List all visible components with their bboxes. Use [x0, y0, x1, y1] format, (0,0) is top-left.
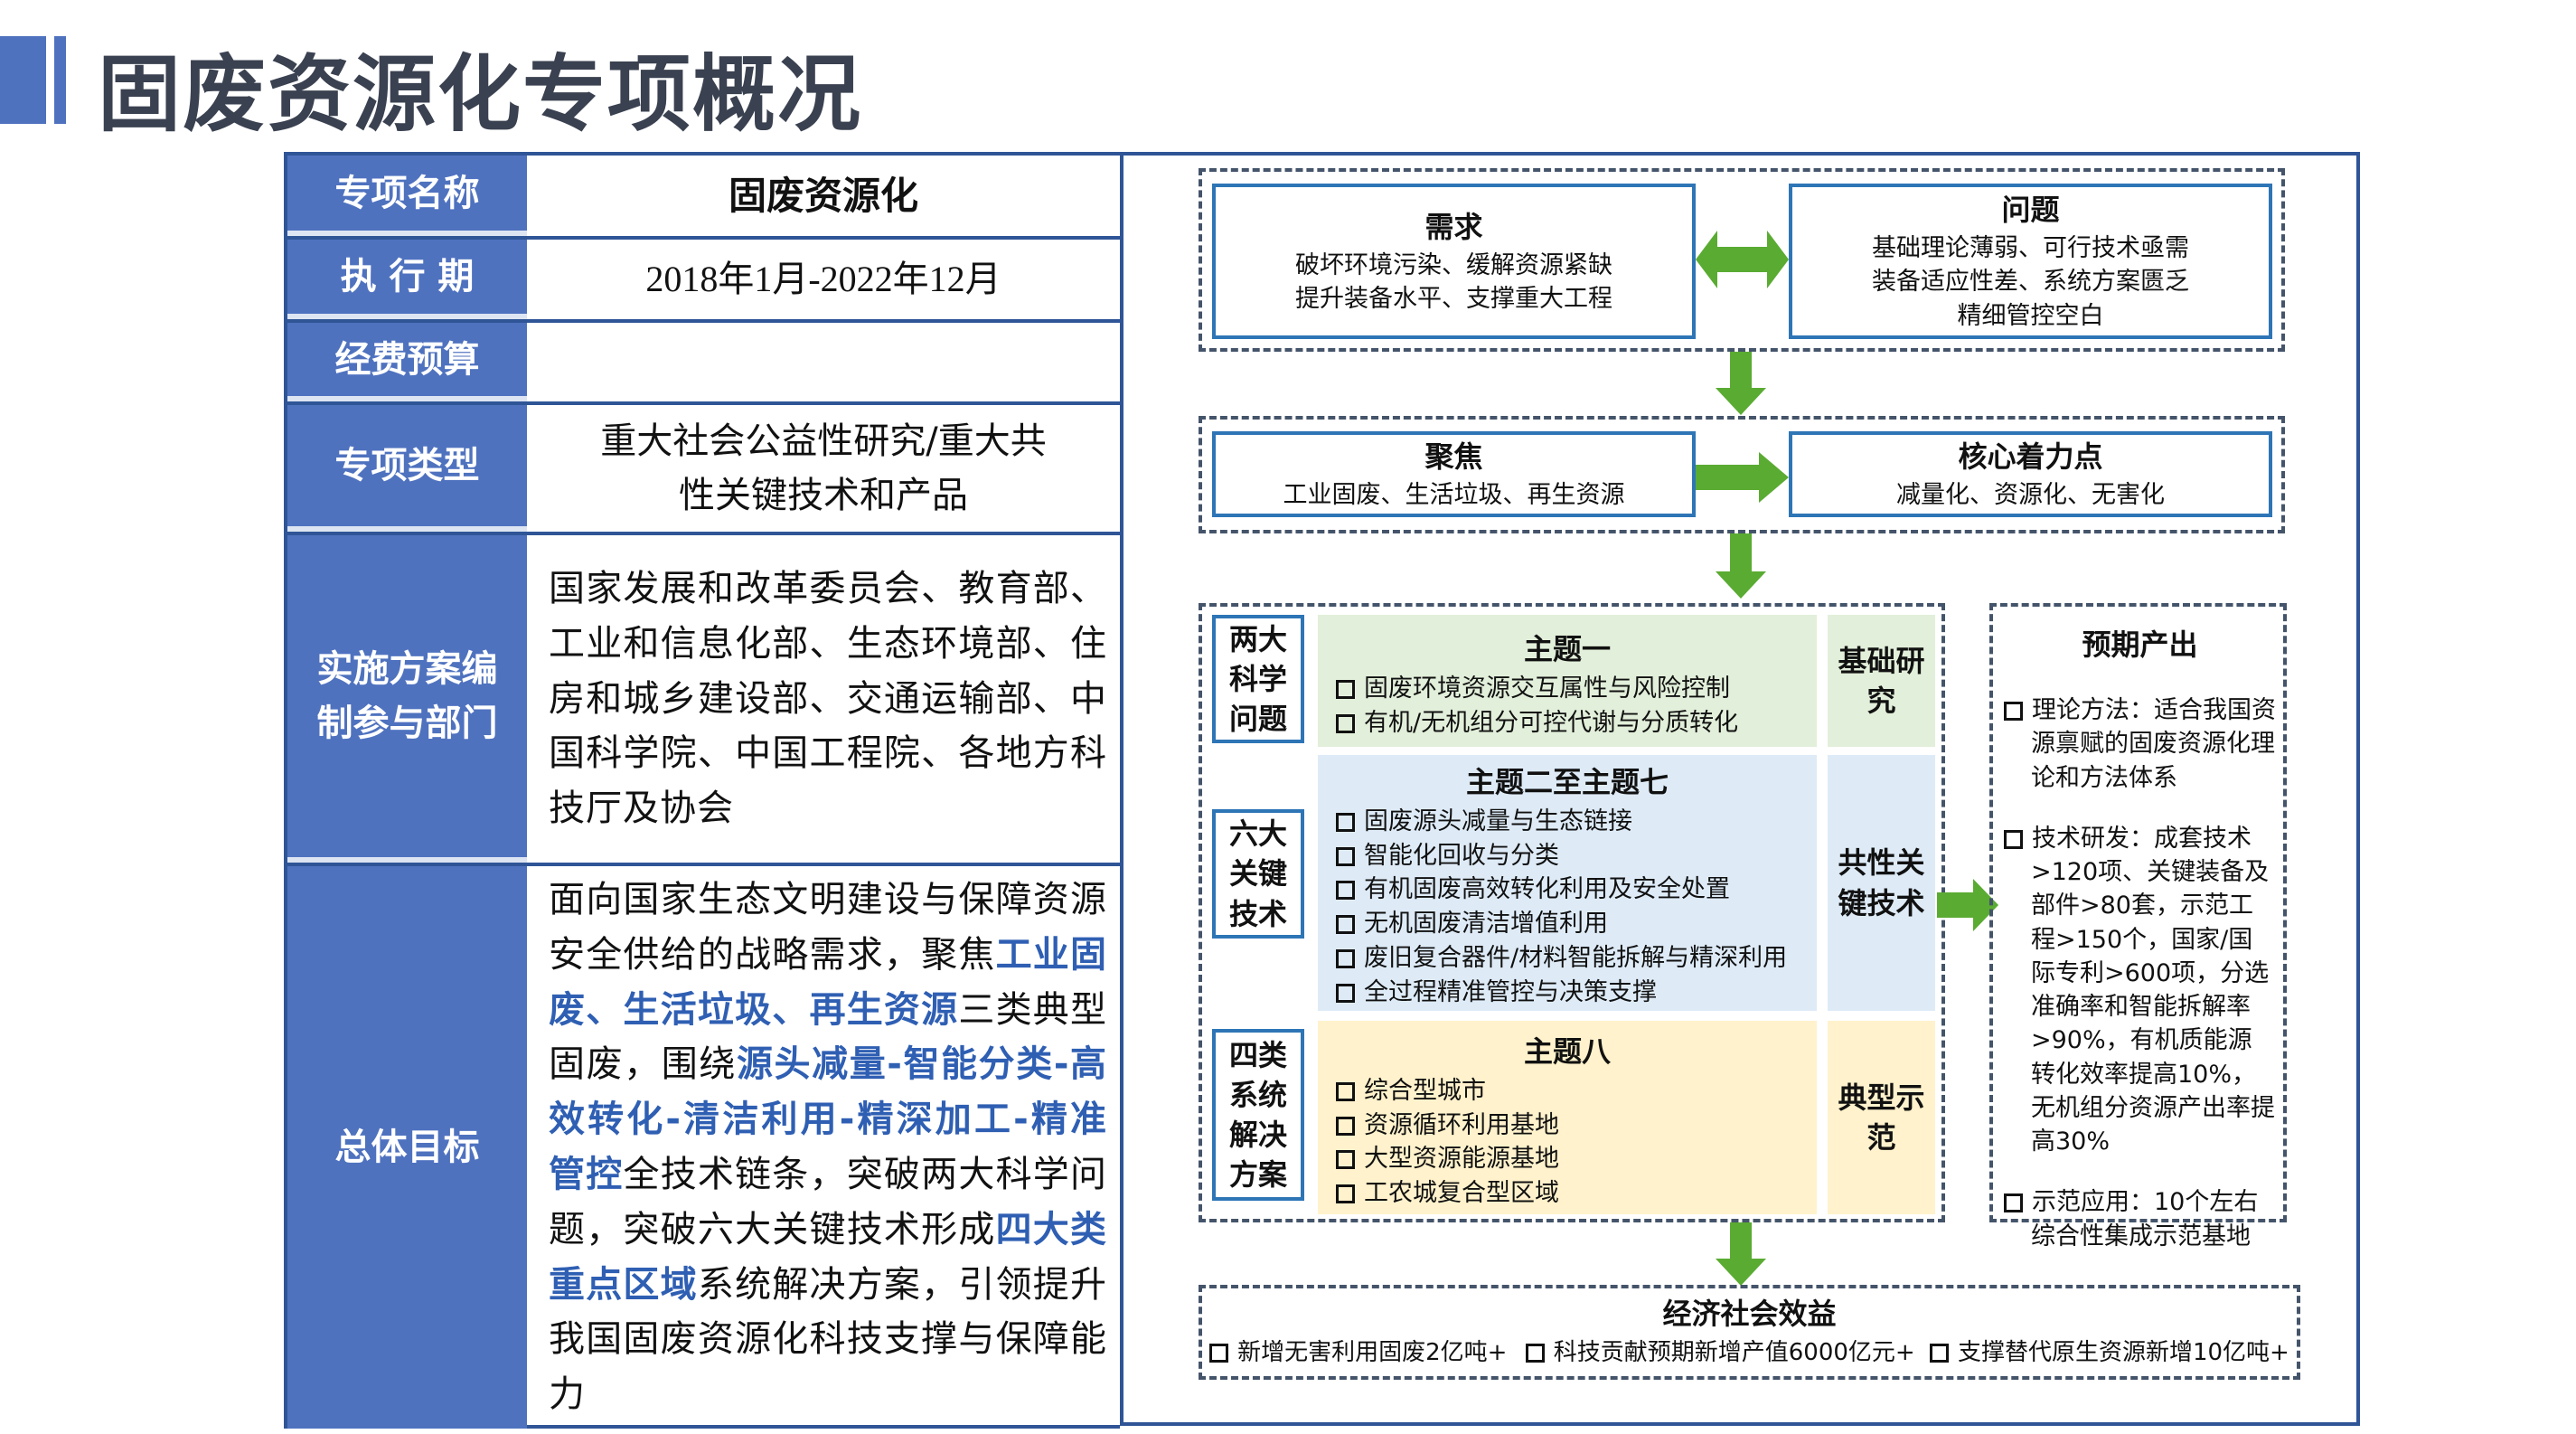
row-label: 实施方案编制参与部门 — [287, 535, 527, 863]
goal-text: 系统解决方案，引领提升我国固废资源化科技支撑与保障能力 — [549, 1263, 1108, 1416]
row-label: 执 行 期 — [287, 240, 527, 319]
theme-8: 主题八 综合型城市 资源循环利用基地 大型资源能源基地 工农城复合型区域 — [1318, 1021, 1817, 1214]
row-value: 固废资源化 — [728, 174, 918, 218]
focus-box: 聚焦 工业固废、生活垃圾、再生资源 — [1212, 431, 1696, 517]
diagram-panel — [1120, 152, 2360, 1426]
benefit-item: 支撑替代原生资源新增10亿吨+ — [1930, 1339, 2289, 1366]
problem-box: 问题 基础理论薄弱、可行技术亟需 装备适应性差、系统方案匮乏 精细管控空白 — [1789, 184, 2272, 339]
needs-problems-group — [1199, 168, 2285, 352]
theme-item: 资源循环利用基地 — [1336, 1109, 1799, 1143]
demand-title: 需求 — [1424, 209, 1483, 244]
theme-title: 主题二至主题七 — [1465, 765, 1669, 799]
right-arrow-icon — [1937, 879, 1998, 931]
problem-title: 问题 — [2001, 193, 2060, 228]
row-value: 重大社会公益性研究/重大共性关键技术和产品 — [600, 420, 1047, 516]
right-arrow-icon — [1696, 452, 1789, 503]
row-label: 总体目标 — [287, 866, 527, 1429]
row-value — [527, 323, 1120, 401]
table-row-type: 专项类型 重大社会公益性研究/重大共性关键技术和产品 — [287, 405, 1120, 535]
output-item: 技术研发：成套技术>120项、关键装备及部件>80套，示范工程>150个，国家/… — [2004, 822, 2276, 1159]
demand-line: 提升装备水平、支撑重大工程 — [1295, 285, 1612, 314]
goal-text: 三类典型固废，围绕 — [549, 988, 1108, 1086]
theme-tag: 典型示范 — [1828, 1021, 1935, 1214]
row-label: 专项名称 — [287, 156, 527, 236]
table-row-goal: 总体目标 面向国家生态文明建设与保障资源安全供给的战略需求，聚焦工业固废、生活垃… — [287, 866, 1120, 1429]
focus-title: 聚焦 — [1424, 439, 1483, 474]
core-line: 减量化、资源化、无害化 — [1896, 480, 2165, 509]
table-row-name: 专项名称 固废资源化 — [287, 156, 1120, 240]
theme-tag: 共性关键技术 — [1828, 755, 1935, 1011]
down-arrow-icon — [1716, 352, 1766, 415]
output-item: 示范应用：10个左右综合性集成示范基地 — [2004, 1185, 2276, 1253]
theme-item: 固废环境资源交互属性与风险控制 — [1336, 672, 1799, 706]
benefit-item: 科技贡献预期新增产值6000亿元+ — [1526, 1339, 1915, 1366]
theme-item: 废旧复合器件/材料智能拆解与精深利用 — [1336, 941, 1799, 976]
benefits-box: 经济社会效益 新增无害利用固废2亿吨+ 科技贡献预期新增产值6000亿元+ 支撑… — [1199, 1285, 2300, 1380]
benefits-title: 经济社会效益 — [1662, 1297, 1837, 1331]
expected-output-box: 预期产出 理论方法：适合我国资源禀赋的固废资源化理论和方法体系 技术研发：成套技… — [1989, 603, 2287, 1250]
row-label: 经费预算 — [287, 323, 527, 401]
theme-item: 全过程精准管控与决策支撑 — [1336, 976, 1799, 1010]
row-label: 专项类型 — [287, 405, 527, 532]
table-row-period: 执 行 期 2018年1月-2022年12月 — [287, 240, 1120, 323]
problem-line: 装备适应性差、系统方案匮乏 — [1872, 268, 2189, 297]
core-box: 核心着力点 减量化、资源化、无害化 — [1789, 431, 2272, 517]
theme-1: 主题一 固废环境资源交互属性与风险控制 有机/无机组分可控代谢与分质转化 — [1318, 615, 1817, 747]
theme-item: 有机固废高效转化利用及安全处置 — [1336, 873, 1799, 907]
core-title: 核心着力点 — [1958, 439, 2103, 474]
theme-item: 无机固废清洁增值利用 — [1336, 907, 1799, 941]
overview-table: 专项名称 固废资源化 执 行 期 2018年1月-2022年12月 经费预算 专… — [284, 152, 1120, 1429]
focus-core-group — [1199, 416, 2285, 533]
row-value: 国家发展和改革委员会、教育部、工业和信息化部、生态环境部、住房和城乡建设部、交通… — [549, 568, 1107, 830]
benefit-item: 新增无害利用固废2亿吨+ — [1209, 1339, 1507, 1366]
theme-title: 主题一 — [1523, 632, 1611, 666]
demand-line: 破坏环境污染、缓解资源紧缺 — [1295, 250, 1612, 279]
page-title: 固废资源化专项概况 — [98, 46, 863, 143]
table-row-departments: 实施方案编制参与部门 国家发展和改革委员会、教育部、工业和信息化部、生态环境部、… — [287, 535, 1120, 866]
side-label: 六大关键技术 — [1212, 809, 1304, 939]
goal-highlight: 四大类重点区域 — [549, 1208, 1108, 1306]
theme-item: 工农城复合型区域 — [1336, 1176, 1799, 1211]
theme-item: 智能化回收与分类 — [1336, 839, 1799, 873]
theme-item: 大型资源能源基地 — [1336, 1142, 1799, 1176]
row-value: 面向国家生态文明建设与保障资源安全供给的战略需求，聚焦工业固废、生活垃圾、再生资… — [527, 866, 1120, 1429]
theme-title: 主题八 — [1523, 1034, 1611, 1069]
demand-box: 需求 破坏环境污染、缓解资源紧缺 提升装备水平、支撑重大工程 — [1212, 184, 1696, 339]
table-row-budget: 经费预算 — [287, 323, 1120, 405]
focus-line: 工业固废、生活垃圾、再生资源 — [1283, 480, 1625, 509]
theme-2-7: 主题二至主题七 固废源头减量与生态链接 智能化回收与分类 有机固废高效转化利用及… — [1318, 755, 1817, 1011]
row-value: 2018年1月-2022年12月 — [645, 259, 1001, 299]
theme-item: 固废源头减量与生态链接 — [1336, 805, 1799, 839]
goal-text: 面向国家生态文明建设与保障资源安全供给的战略需求，聚焦 — [549, 879, 1107, 976]
problem-line: 基础理论薄弱、可行技术亟需 — [1872, 234, 2189, 263]
output-title: 预期产出 — [2082, 627, 2198, 662]
down-arrow-icon — [1716, 533, 1766, 599]
down-arrow-icon — [1716, 1222, 1766, 1286]
title-accent-bar — [54, 36, 66, 124]
goal-highlight: 源头减量-智能分类-高效转化-清洁利用-精深加工-精准管控 — [549, 1043, 1108, 1195]
goal-text: 全技术链条，突破两大科学问题，突破六大关键技术形成 — [549, 1154, 1108, 1250]
side-label: 四类系统解决方案 — [1212, 1029, 1304, 1201]
theme-item: 有机/无机组分可控代谢与分质转化 — [1336, 706, 1799, 741]
side-label: 两大科学问题 — [1212, 615, 1304, 743]
title-accent-block — [0, 36, 46, 124]
output-item: 理论方法：适合我国资源禀赋的固废资源化理论和方法体系 — [2004, 693, 2276, 795]
theme-item: 综合型城市 — [1336, 1074, 1799, 1109]
problem-line: 精细管控空白 — [1957, 301, 2104, 330]
theme-tag: 基础研究 — [1828, 615, 1935, 747]
goal-highlight: 工业固废、生活垃圾、再生资源 — [549, 933, 1108, 1031]
double-arrow-icon — [1696, 231, 1789, 288]
